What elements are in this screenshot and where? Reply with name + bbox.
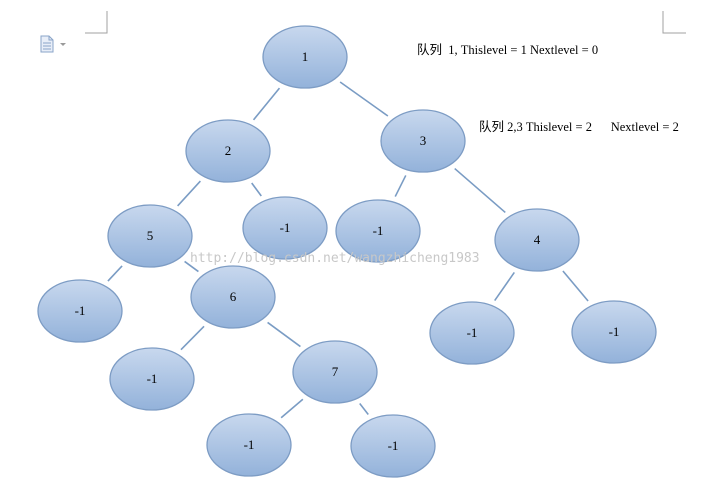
edges-layer <box>107 81 589 419</box>
tree-node-n7r: -1 <box>350 414 436 478</box>
chevron-down-icon <box>60 43 66 46</box>
edge-n2-n5 <box>177 180 201 207</box>
node-label: 5 <box>147 228 154 243</box>
watermark-text: http://blog.csdn.net/wangzhicheng1983 <box>190 251 480 266</box>
edge-n7-n7l <box>280 398 304 419</box>
edge-n3-n3l <box>394 175 407 197</box>
edge-n1-n3 <box>339 81 389 117</box>
node-ellipse <box>350 414 436 478</box>
node-ellipse <box>429 301 515 365</box>
tree-node-n3l: -1 <box>335 199 421 263</box>
node-label: -1 <box>467 325 478 340</box>
tree-node-n5l: -1 <box>37 279 123 343</box>
edge-n4-n4r <box>562 270 589 302</box>
node-ellipse <box>335 199 421 263</box>
tree-node-n6l: -1 <box>109 347 195 411</box>
node-label: -1 <box>280 220 291 235</box>
node-ellipse <box>37 279 123 343</box>
tree-node-n6: 6 <box>190 265 276 329</box>
tree-node-n7l: -1 <box>206 413 292 477</box>
edge-n1-n2 <box>252 87 281 121</box>
document-page-icon[interactable] <box>38 34 72 54</box>
node-ellipse <box>206 413 292 477</box>
node-ellipse <box>190 265 276 329</box>
node-label: 3 <box>420 133 427 148</box>
tree-node-n2: 2 <box>185 119 271 183</box>
page-corner-marks <box>85 11 686 34</box>
tree-node-n4: 4 <box>494 208 580 272</box>
tree-node-n4r: -1 <box>571 300 657 364</box>
queue-note-1: 队列 1, Thislevel = 1 Nextlevel = 0 <box>417 43 599 57</box>
node-label: 4 <box>534 232 541 247</box>
node-ellipse <box>185 119 271 183</box>
node-label: 1 <box>302 49 309 64</box>
node-label: -1 <box>373 223 384 238</box>
node-ellipse <box>292 340 378 404</box>
node-ellipse <box>380 109 466 173</box>
node-ellipse <box>571 300 657 364</box>
node-ellipse <box>262 25 348 89</box>
node-label: 2 <box>225 143 232 158</box>
edge-n6-n7 <box>267 321 301 348</box>
edge-n7-n7r <box>359 403 369 415</box>
node-ellipse <box>109 347 195 411</box>
queue-note-2: 队列 2,3 Thislevel = 2 Nextlevel = 2 <box>479 120 679 134</box>
node-label: 7 <box>332 364 339 379</box>
node-label: -1 <box>388 438 399 453</box>
node-label: 6 <box>230 289 237 304</box>
node-ellipse <box>494 208 580 272</box>
nodes-layer: 1 2 3 5 -1 -1 4 -1 6 -1 -1 -1 7 -1 -1 <box>37 25 657 478</box>
tree-node-n2r: -1 <box>242 196 328 260</box>
edge-n5-n5l <box>107 265 123 282</box>
edge-n2-n2r <box>251 182 262 197</box>
node-label: -1 <box>609 324 620 339</box>
node-label: -1 <box>244 437 255 452</box>
tree-node-n4l: -1 <box>429 301 515 365</box>
tree-node-n7: 7 <box>292 340 378 404</box>
tree-node-n1: 1 <box>262 25 348 89</box>
edge-n4-n4l <box>494 272 515 301</box>
node-label: -1 <box>147 371 158 386</box>
edge-n6-n6l <box>180 325 205 351</box>
edge-n3-n4 <box>454 167 506 214</box>
edge-n5-n6 <box>184 260 199 273</box>
tree-node-n5: 5 <box>107 204 193 268</box>
node-ellipse <box>242 196 328 260</box>
tree-node-n3: 3 <box>380 109 466 173</box>
node-label: -1 <box>75 303 86 318</box>
node-ellipse <box>107 204 193 268</box>
